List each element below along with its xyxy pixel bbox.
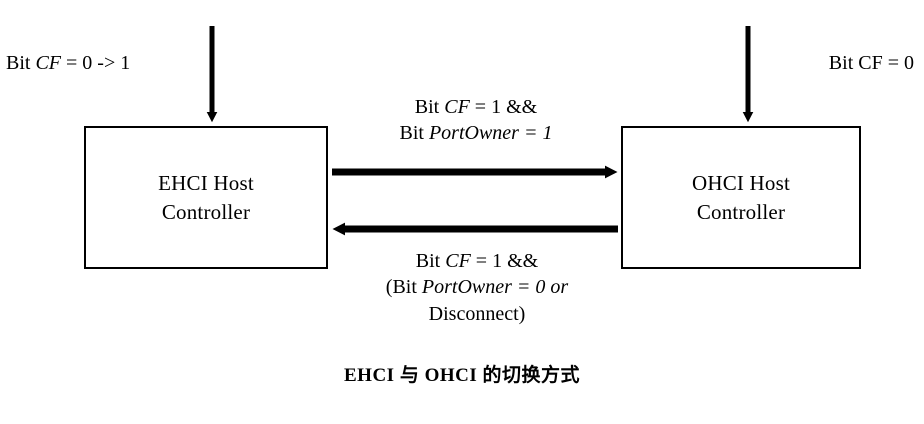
- label-line: Bit CF = 0: [829, 50, 914, 76]
- label-run: CF: [445, 250, 471, 272]
- ohci-host-controller-box[interactable]: OHCI Host Controller: [621, 126, 861, 269]
- label-run: Bit: [6, 52, 36, 74]
- label-run: = 1 &&: [470, 250, 539, 272]
- label-run: PortOwner = 1: [428, 122, 553, 145]
- ohci-host-controller-label: OHCI Host Controller: [691, 171, 791, 224]
- label-run: Bit CF = 0: [828, 52, 914, 74]
- label-run: CF: [444, 96, 470, 118]
- label-run: Disconnect): [428, 302, 526, 325]
- label-line: Bit CF = 1 &&: [336, 94, 616, 120]
- label-run: = 0 -> 1: [61, 52, 131, 74]
- label-line: Bit CF = 1 &&: [332, 248, 622, 274]
- ehci-to-ohci-condition-label: Bit CF = 1 &&Bit PortOwner = 1: [336, 94, 616, 147]
- label-run: Bit: [414, 96, 445, 118]
- label-run: Bit: [415, 250, 446, 272]
- label-line: Disconnect): [332, 301, 622, 327]
- label-run: PortOwner = 0 or: [421, 276, 569, 299]
- label-run: CF: [35, 52, 62, 74]
- ehci-host-controller-box[interactable]: EHCI Host Controller: [84, 126, 328, 269]
- ehci-host-controller-label: EHCI Host Controller: [158, 171, 254, 224]
- label-run: = 1 &&: [469, 96, 538, 118]
- right-input-condition-label: Bit CF = 0: [829, 50, 914, 76]
- left-input-condition-label: Bit CF = 0 -> 1: [6, 50, 130, 76]
- label-line: (Bit PortOwner = 0 or: [332, 274, 622, 300]
- label-run: (Bit: [385, 276, 422, 299]
- label-line: Bit PortOwner = 1: [336, 120, 616, 146]
- label-line: Bit CF = 0 -> 1: [6, 50, 130, 76]
- diagram-caption: EHCI 与 OHCI 的切换方式: [344, 365, 580, 386]
- label-run: Bit: [399, 122, 429, 145]
